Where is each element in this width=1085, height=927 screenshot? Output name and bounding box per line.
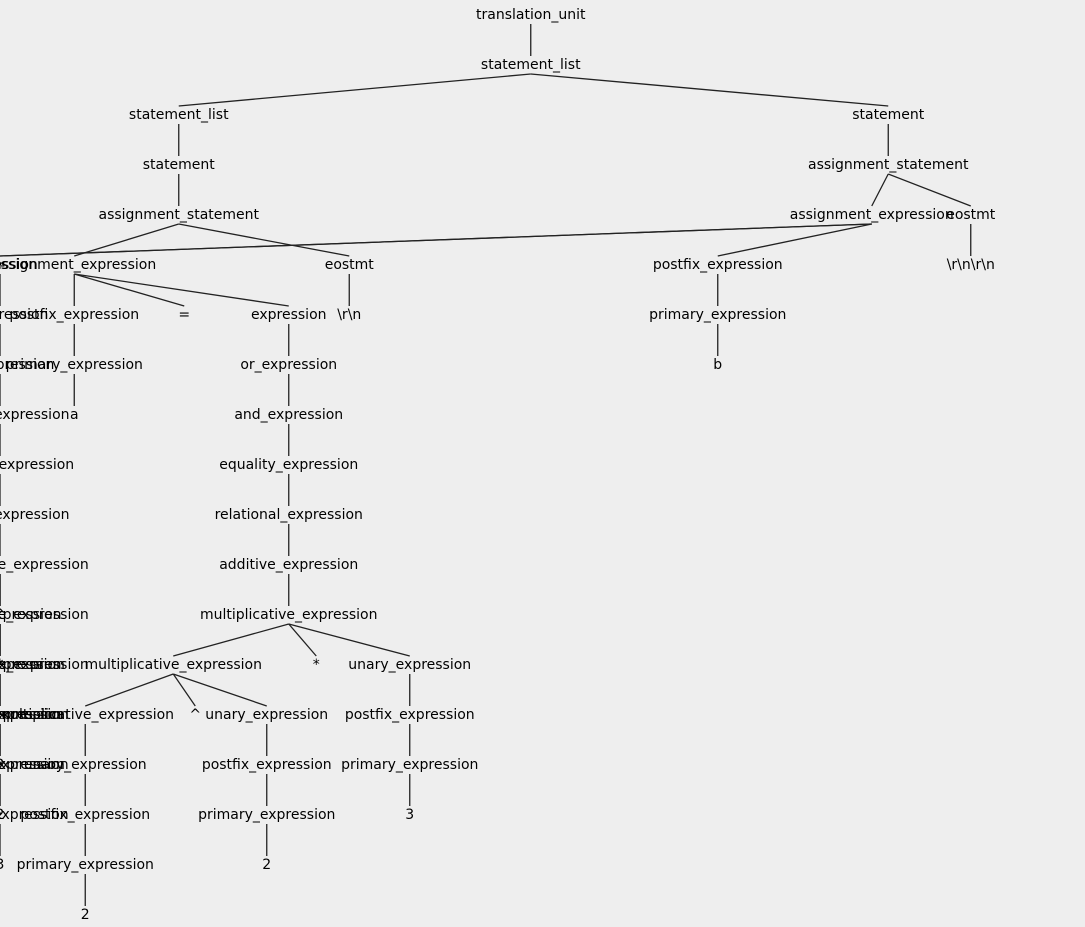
node-postfix-expression: postfix_expression [0, 707, 65, 723]
node-multiplicative-expression: multiplicative_expression [0, 707, 174, 723]
node-caret: ^ [0, 607, 6, 623]
node-postfix-expression: postfix_expression [0, 757, 65, 773]
node-eostmt: eostmt [946, 207, 996, 223]
node-2: 2 [0, 757, 4, 773]
node-primary-expression: primary_expression [6, 357, 143, 373]
tree-edge [288, 623, 410, 657]
node-assignment-statement: assignment_statement [98, 207, 259, 223]
tree-edge [717, 223, 872, 257]
node-unary-expression: unary_expression [24, 757, 147, 773]
node-relational-expression: relational_expression [0, 457, 74, 473]
node-rn: \r\n [337, 307, 361, 323]
node-primary-expression: primary_expression [0, 707, 69, 723]
node-eostmt: eostmt [325, 257, 375, 273]
tree-edge [530, 73, 889, 107]
node-primary-expression: primary_expression [0, 757, 69, 773]
node-unary-expression: unary_expression [0, 707, 61, 723]
node-assignment-expression: assignment_expression [0, 257, 156, 273]
tree-edge [871, 173, 889, 207]
tree-edge [172, 673, 196, 707]
node-asterisk: * [313, 657, 320, 673]
node-postfix-expression: postfix_expression [9, 307, 139, 323]
node-unary-expression: unary_expression [0, 607, 61, 623]
tree-edge [288, 623, 317, 657]
node-primary-expression: primary_expression [341, 757, 478, 773]
node-and-expression: and_expression [234, 407, 343, 423]
node-multiplicative-expression: multiplicative_expression [200, 607, 378, 623]
tree-edge [0, 223, 872, 257]
node-a: a [70, 407, 79, 423]
node-2: 2 [0, 807, 4, 823]
node-postfix-expression: postfix_expression [0, 657, 65, 673]
node-equals: = [178, 307, 190, 323]
node-multiplicative-expression: multiplicative_expression [84, 657, 262, 673]
node-translation-unit: translation_unit [476, 7, 586, 23]
node-statement-list: statement_list [129, 107, 229, 123]
node-3: 3 [0, 857, 4, 873]
node-multiplicative-expression: multiplicative_expression [0, 657, 89, 673]
node-3: 3 [405, 807, 414, 823]
node-multiplicative-expression: multiplicative_expression [0, 557, 89, 573]
node-unary-expression: unary_expression [0, 657, 61, 673]
tree-edge [178, 223, 350, 257]
node-equality-expression: equality_expression [0, 407, 70, 423]
tree-edge [74, 273, 289, 307]
tree-edge [888, 173, 971, 207]
tree-edge [178, 73, 531, 107]
node-expression: expression [251, 307, 327, 323]
tree-edge [173, 673, 267, 707]
node-postfix-expression: postfix_expression [653, 257, 783, 273]
node-additive-expression: additive_expression [219, 557, 358, 573]
node-2: 2 [81, 907, 90, 923]
node-primary-expression: primary_expression [198, 807, 335, 823]
node-unary-expression: unary_expression [205, 707, 328, 723]
node-or-expression: or_expression [240, 357, 337, 373]
node-statement: statement [143, 157, 216, 173]
node-postfix-expression: postfix_expression [202, 757, 332, 773]
node-postfix-expression: postfix_expression [345, 707, 475, 723]
tree-edge [173, 623, 289, 657]
node-expression: expression [0, 257, 38, 273]
node-postfix-expression: postfix_expression [20, 807, 150, 823]
node-b: b [713, 357, 722, 373]
tree-edge [74, 223, 179, 257]
node-statement-list: statement_list [481, 57, 581, 73]
node-primary-expression: primary_expression [0, 807, 69, 823]
node-equals: = [0, 257, 6, 273]
node-rnrn: \r\n\r\n [947, 257, 995, 273]
node-or-expression: or_expression [0, 307, 48, 323]
node-additive-expression: additive_expression [0, 507, 70, 523]
node-statement: statement [852, 107, 925, 123]
tree-edge [74, 273, 185, 307]
node-assignment-expression: assignment_expression [790, 207, 954, 223]
node-primary-expression: primary_expression [649, 307, 786, 323]
node-relational-expression: relational_expression [215, 507, 363, 523]
node-2: 2 [262, 857, 271, 873]
tree-edge [85, 673, 174, 707]
node-asterisk: * [0, 657, 4, 673]
node-and-expression: and_expression [0, 357, 54, 373]
node-caret: ^ [189, 707, 201, 723]
node-equality-expression: equality_expression [219, 457, 358, 473]
node-primary-expression: primary_expression [17, 857, 154, 873]
node-assignment-statement: assignment_statement [808, 157, 969, 173]
node-unary-expression: unary_expression [348, 657, 471, 673]
node-multiplicative-expression: multiplicative_expression [0, 607, 89, 623]
